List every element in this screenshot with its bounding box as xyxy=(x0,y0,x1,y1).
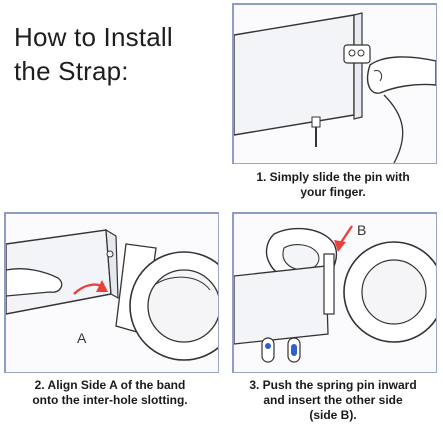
insert-side-b-illustration xyxy=(234,225,436,363)
pin-compressed-icon xyxy=(261,337,275,363)
title-line-1: How to Install xyxy=(14,22,173,52)
page-title: How to Install the Strap: xyxy=(14,20,173,88)
step-3-illustration: B xyxy=(232,212,437,373)
step-3-caption-line-1: 3. Push the spring pin inward xyxy=(249,378,417,392)
step-3-caption: 3. Push the spring pin inward and insert… xyxy=(232,378,434,423)
title-line-2: the Strap: xyxy=(14,56,129,86)
step-1-illustration xyxy=(232,3,437,164)
step-3-caption-line-2: and insert the other side xyxy=(263,393,403,407)
step-2-caption: 2. Align Side A of the band onto the int… xyxy=(4,378,216,408)
strap-pin-illustration xyxy=(234,12,436,163)
side-a-label: A xyxy=(77,330,87,346)
step-3-caption-line-3: (side B). xyxy=(309,408,357,422)
align-side-a-illustration xyxy=(6,228,218,361)
pin-released-icon xyxy=(287,337,301,363)
step-1-caption-line-1: 1. Simply slide the pin with xyxy=(256,170,410,184)
step-1-caption: 1. Simply slide the pin with your finger… xyxy=(232,170,434,200)
step-2-caption-line-2: onto the inter-hole slotting. xyxy=(32,393,188,407)
step-2-caption-line-1: 2. Align Side A of the band xyxy=(34,378,186,392)
step-2-illustration: A xyxy=(4,212,219,373)
side-b-label: B xyxy=(357,222,367,238)
step-1-caption-line-2: your finger. xyxy=(300,185,366,199)
